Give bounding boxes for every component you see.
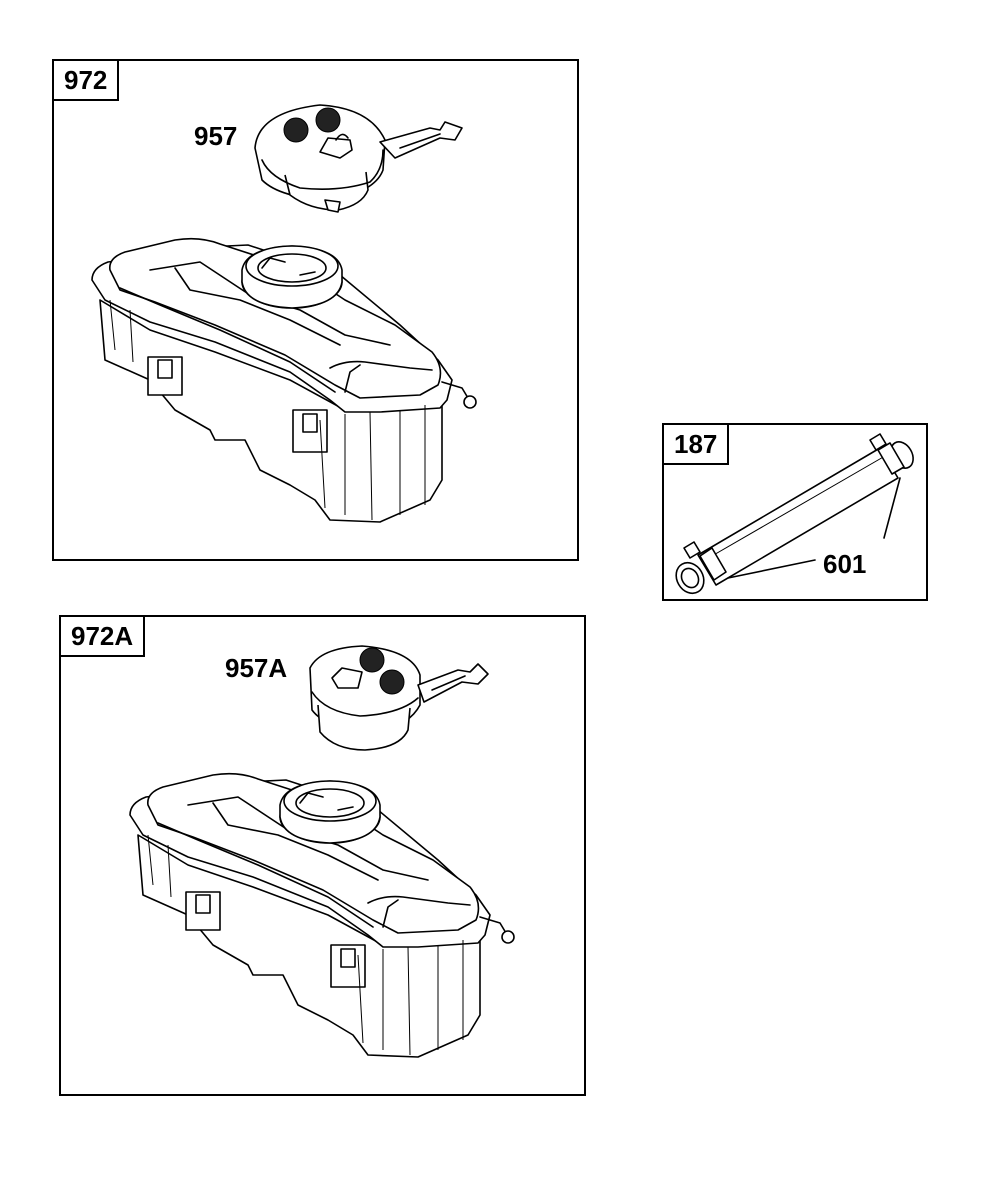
callout-957[interactable]: 957 <box>194 121 238 151</box>
callout-601[interactable]: 601 <box>823 549 867 579</box>
panel-label-187[interactable]: 187 <box>662 423 730 465</box>
callout-957a[interactable]: 957A <box>225 653 288 683</box>
panel-label-972[interactable]: 972 <box>52 59 120 101</box>
fuel-cap-957a <box>310 646 488 750</box>
panel-label-972a[interactable]: 972A <box>59 615 146 657</box>
hose-187 <box>671 434 918 598</box>
fuel-cap-957 <box>255 105 462 212</box>
